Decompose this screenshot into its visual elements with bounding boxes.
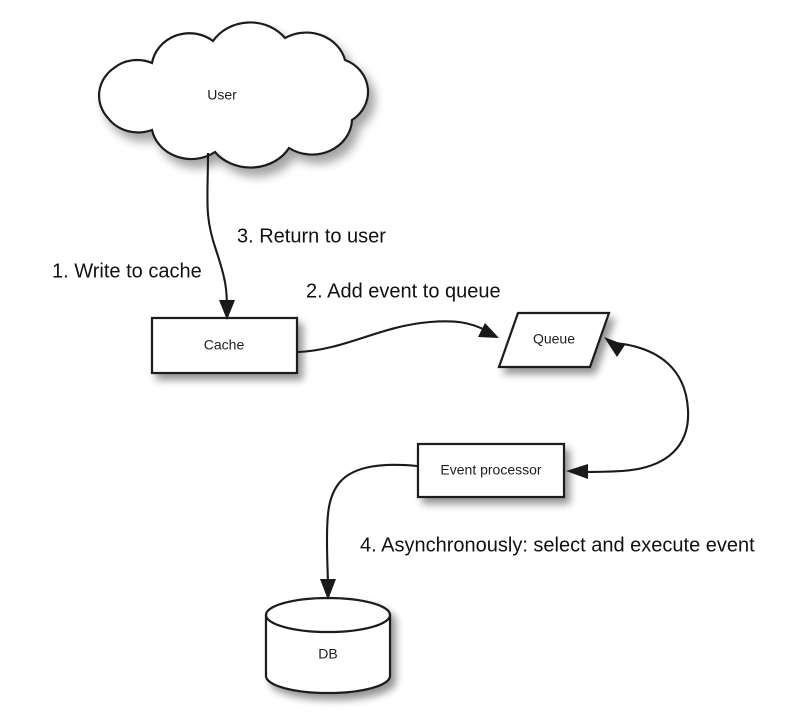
node-event-processor[interactable]: Event processor bbox=[416, 442, 566, 499]
node-label-cache: Cache bbox=[204, 337, 245, 353]
edge-user-to-cache-arrowhead bbox=[219, 300, 235, 320]
cache-box bbox=[150, 316, 299, 375]
node-queue[interactable]: Queue bbox=[497, 311, 611, 369]
edge-event-processor-arrowhead bbox=[566, 464, 588, 479]
node-label-user: User bbox=[207, 87, 237, 103]
db-cylinder-top bbox=[264, 596, 392, 634]
edge-user-to-cache bbox=[206, 152, 235, 320]
db-cylinder-body bbox=[264, 613, 392, 695]
node-label-db: DB bbox=[318, 646, 337, 662]
step-label-3: 3. Return to user bbox=[237, 225, 386, 247]
edge-queue-event-processor-line bbox=[580, 341, 690, 474]
queue-parallelogram bbox=[497, 311, 611, 369]
step-label-4: 4. Asynchronously: select and execute ev… bbox=[360, 534, 755, 556]
step-label-1: 1. Write to cache bbox=[52, 260, 202, 282]
node-user[interactable]: User bbox=[97, 21, 370, 169]
edge-queue-arrowhead bbox=[604, 337, 625, 357]
node-cache[interactable]: Cache bbox=[150, 316, 299, 375]
edge-event-processor-to-db bbox=[320, 463, 418, 600]
cloud-shape bbox=[97, 21, 370, 169]
edge-cache-to-queue bbox=[297, 320, 499, 354]
edge-cache-to-queue-arrowhead bbox=[478, 323, 499, 338]
step-label-2: 2. Add event to queue bbox=[306, 280, 501, 302]
node-db[interactable]: DB bbox=[264, 596, 392, 695]
event-processor-box bbox=[416, 442, 566, 499]
edge-cache-to-queue-line bbox=[297, 320, 488, 354]
node-label-event-processor: Event processor bbox=[440, 462, 541, 478]
edge-queue-event-processor bbox=[566, 337, 690, 479]
edge-user-to-cache-line bbox=[206, 152, 229, 310]
edge-event-processor-to-db-arrowhead bbox=[320, 579, 336, 600]
node-label-queue: Queue bbox=[533, 331, 575, 347]
edge-event-processor-to-db-line bbox=[325, 463, 418, 589]
